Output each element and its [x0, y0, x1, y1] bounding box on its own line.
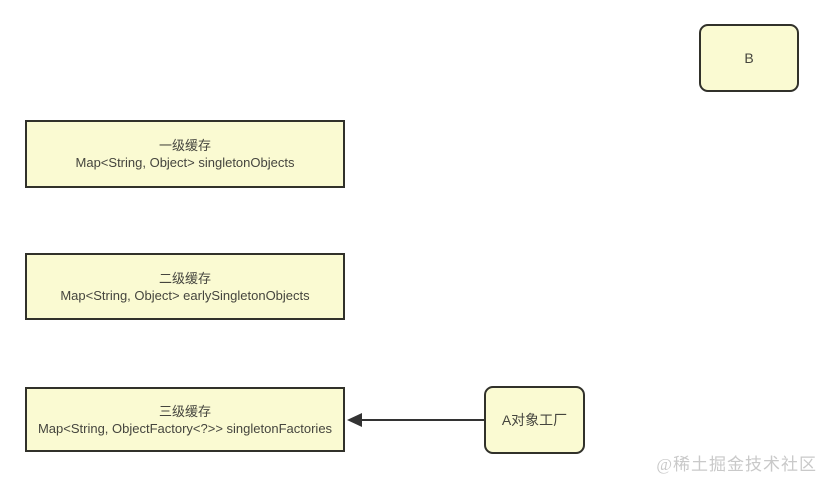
cache-level-1-code: Map<String, Object> singletonObjects: [75, 155, 295, 170]
connector-arrowhead-left-icon: [347, 413, 362, 427]
node-b: B: [699, 24, 799, 92]
node-a-object-factory: A对象工厂: [484, 386, 585, 454]
cache-level-3-title: 三级缓存: [158, 403, 211, 419]
cache-level-3-code: Map<String, ObjectFactory<?>> singletonF…: [37, 420, 333, 436]
connector-a-factory-to-cache-level-3: [347, 413, 484, 427]
cache-level-2-code: Map<String, Object> earlySingletonObject…: [60, 287, 310, 303]
connector-line: [359, 419, 484, 421]
cache-level-2-title: 二级缓存: [158, 270, 211, 286]
node-cache-level-2: 二级缓存 Map<String, Object> earlySingletonO…: [25, 253, 345, 320]
node-cache-level-3: 三级缓存 Map<String, ObjectFactory<?>> singl…: [25, 387, 345, 452]
watermark: @稀土掘金技术社区: [656, 455, 817, 474]
node-a-object-factory-label: A对象工厂: [501, 412, 568, 428]
node-b-label: B: [744, 50, 754, 66]
node-cache-level-1: 一级缓存 Map<String, Object> singletonObject…: [25, 120, 345, 188]
cache-level-1-title: 一级缓存: [158, 138, 211, 153]
